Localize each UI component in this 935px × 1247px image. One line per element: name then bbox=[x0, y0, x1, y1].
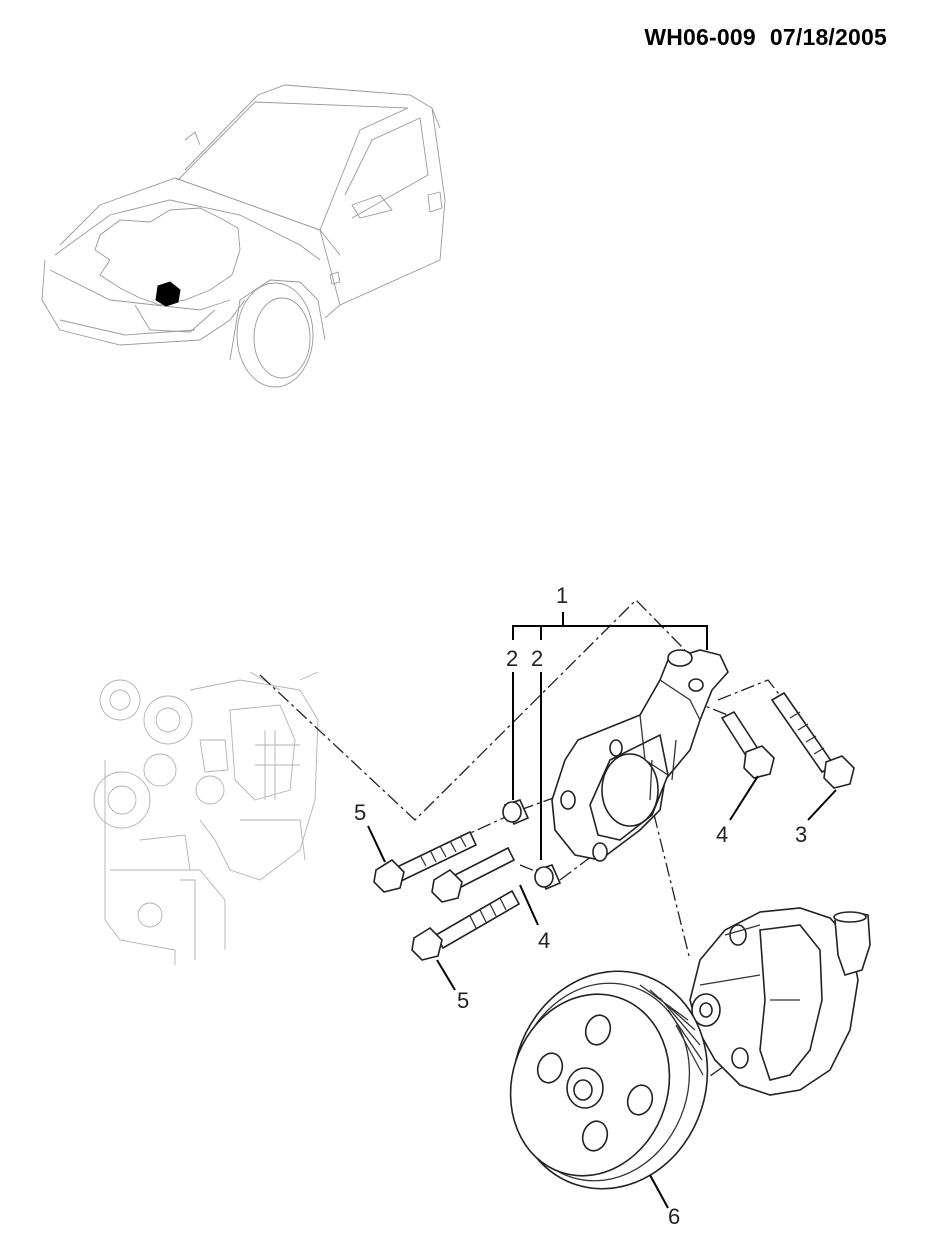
leader-lines bbox=[367, 612, 837, 1209]
callout-1: 1 bbox=[556, 583, 568, 608]
callout-6: 6 bbox=[668, 1204, 680, 1229]
power-steering-pump-icon bbox=[689, 907, 871, 1096]
callout-4-right: 4 bbox=[716, 822, 728, 847]
engine-block-icon bbox=[93, 671, 319, 965]
callout-5-lower: 5 bbox=[457, 988, 469, 1013]
pulley-icon bbox=[509, 970, 709, 1190]
pump-bracket-icon bbox=[551, 649, 729, 862]
document-id: WH06-009 bbox=[644, 24, 756, 50]
callout-5-upper: 5 bbox=[354, 800, 366, 825]
document-date: 07/18/2005 bbox=[769, 24, 887, 50]
callout-2-left: 2 bbox=[506, 646, 518, 671]
callout-4-left: 4 bbox=[538, 928, 550, 953]
car-locator-icon bbox=[41, 84, 446, 388]
bolt-icon bbox=[373, 691, 855, 961]
diagram-header: WH06-009 07/18/2005 bbox=[644, 24, 887, 51]
callout-3: 3 bbox=[795, 822, 807, 847]
callout-2-right: 2 bbox=[531, 646, 543, 671]
spacer-icon bbox=[502, 799, 562, 891]
